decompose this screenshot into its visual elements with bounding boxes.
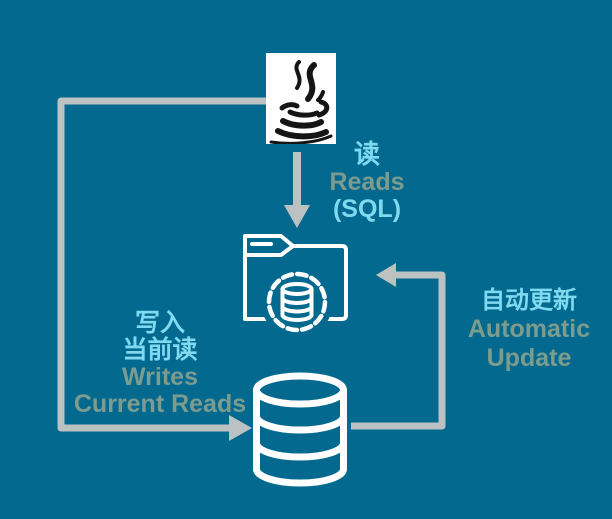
update-label-zh: 自动更新 xyxy=(480,287,577,314)
database-cylinder-icon xyxy=(253,372,347,487)
small-database-icon xyxy=(280,282,314,322)
dashed-circle-icon xyxy=(266,271,328,333)
update-label: 自动更新 Automatic Update xyxy=(468,286,590,373)
reads-label-sql: (SQL) xyxy=(332,195,402,223)
reads-label-zh: 读 xyxy=(353,139,381,169)
java-logo-icon xyxy=(269,60,333,145)
writes-label-en1: Writes xyxy=(122,363,198,391)
reads-arrowhead-icon xyxy=(284,205,310,228)
reads-label-en: Reads xyxy=(329,168,405,196)
writes-label-en2: Current Reads xyxy=(73,390,247,418)
writes-label-zh2: 当前读 xyxy=(122,336,198,364)
writes-label: 写入 当前读 Writes Current Reads xyxy=(74,310,246,418)
reads-label: 读 Reads (SQL) xyxy=(329,139,404,223)
java-app-node xyxy=(266,53,336,145)
database-node xyxy=(253,372,347,487)
writes-connector-arrow xyxy=(57,97,266,432)
writes-label-zh1: 写入 xyxy=(134,309,186,337)
update-label-en1: Automatic xyxy=(467,315,591,343)
folder-database-icon xyxy=(243,234,348,338)
update-connector-arrow xyxy=(351,271,446,430)
writes-arrowhead-icon xyxy=(229,415,252,441)
update-arrowhead-icon xyxy=(376,263,396,287)
cache-folder-node xyxy=(243,234,348,338)
update-label-en2: Update xyxy=(486,344,572,372)
